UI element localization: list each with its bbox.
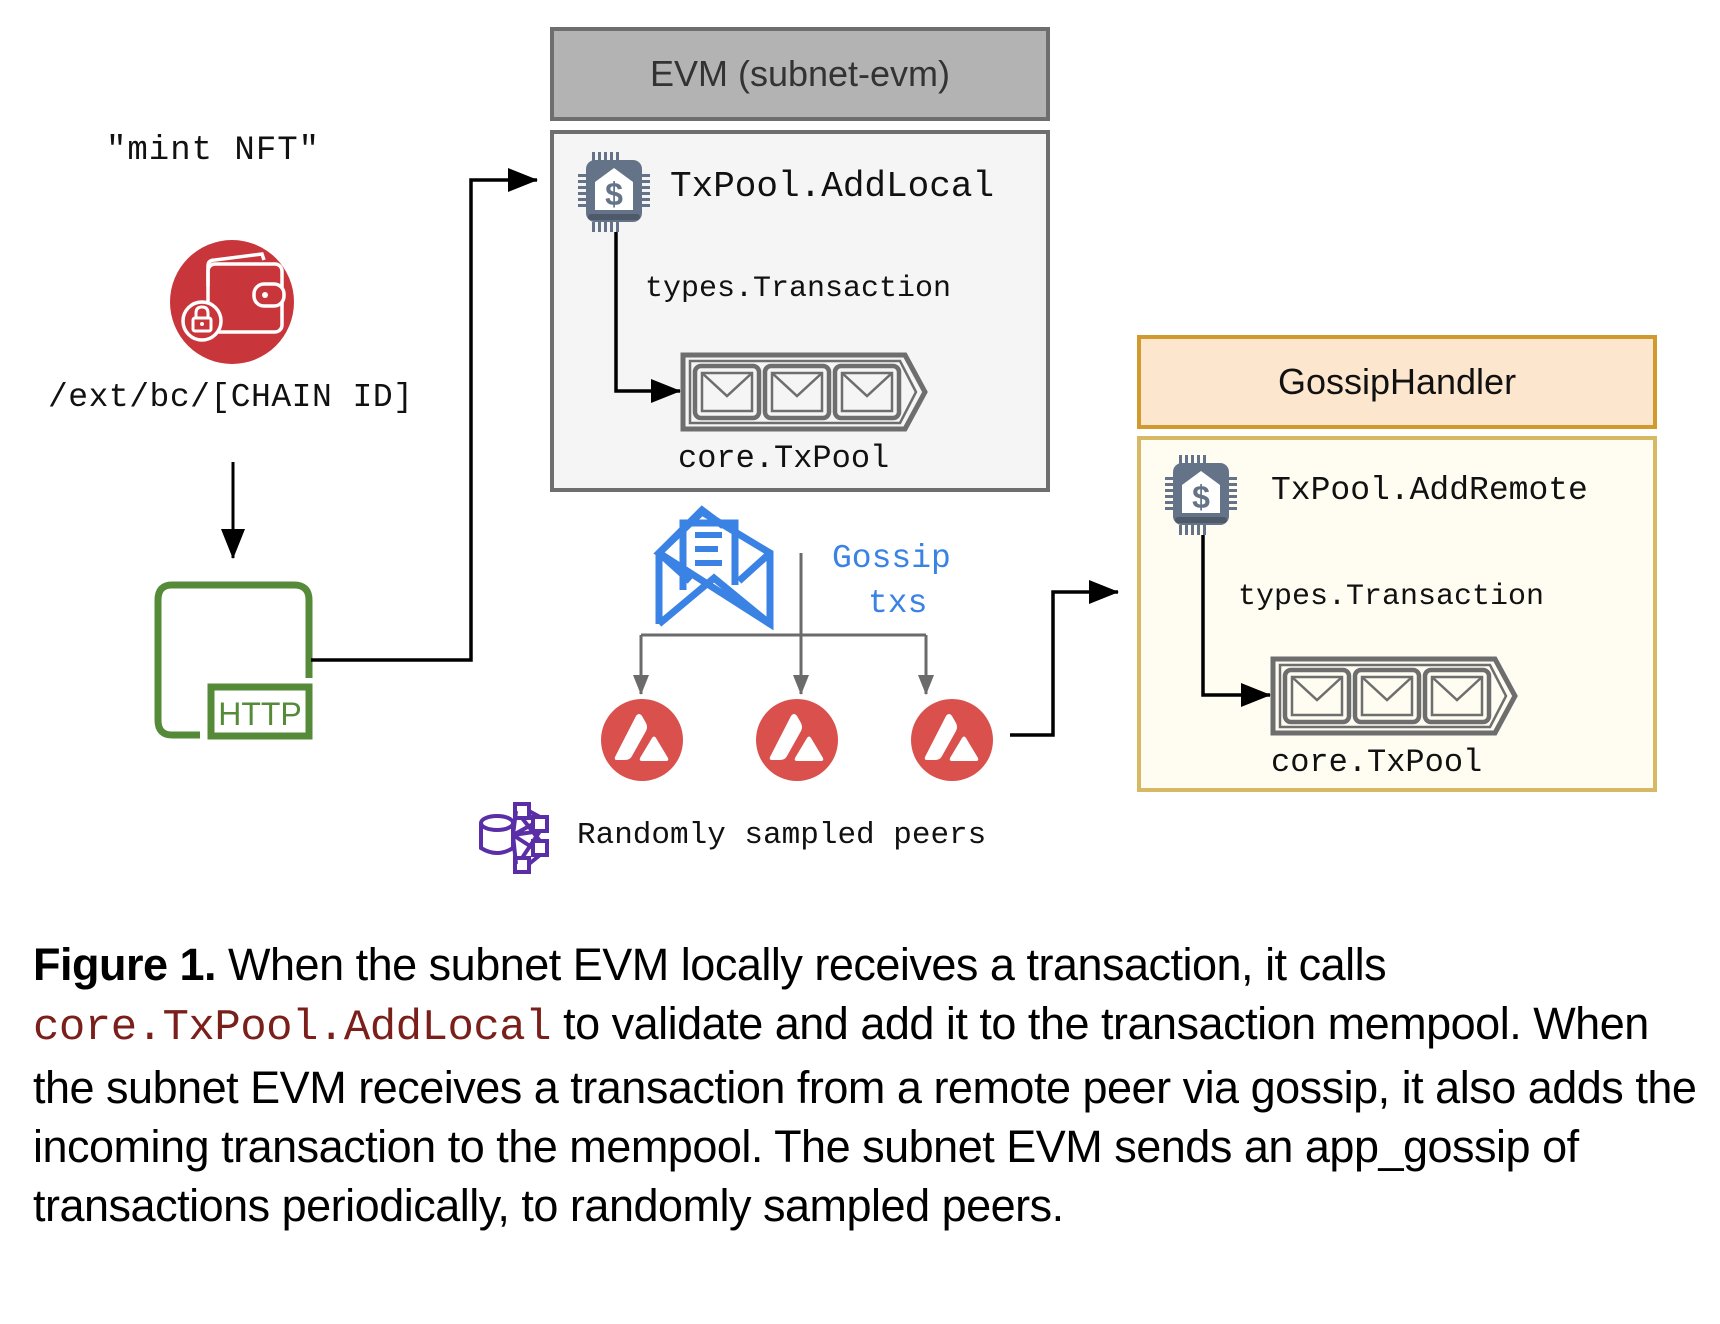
- message-queue-icon: [1273, 659, 1515, 733]
- chip-bank-dollar-icon: [578, 152, 650, 232]
- gossip-handler-title: GossipHandler: [1277, 361, 1517, 402]
- figure-label: Figure 1.: [33, 939, 217, 990]
- arrow-http-to-evm: [311, 168, 538, 662]
- endpoint-label: /ext/bc/[CHAIN ID]: [48, 379, 414, 416]
- figure-caption: Figure 1. When the subnet EVM locally re…: [33, 935, 1703, 1235]
- txpool-addlocal-label: TxPool.AddLocal: [670, 166, 995, 207]
- caption-text-part2: to validate and add it to the transactio…: [33, 998, 1697, 1231]
- arrow-peer-to-gossiphandler: [1010, 580, 1119, 737]
- arrow-addlocal-to-txpool: [614, 232, 681, 403]
- avalanche-peer-icon-3: [911, 699, 993, 781]
- txpool-addremote-label: TxPool.AddRemote: [1271, 472, 1588, 509]
- request-label: "mint NFT": [106, 132, 321, 170]
- message-queue-icon: [683, 355, 925, 429]
- evm-box-body: [550, 130, 1050, 492]
- avalanche-peer-icon-1: [601, 699, 683, 781]
- gossip-handler-header: GossipHandler: [1137, 335, 1657, 429]
- core-txpool-label-gossip: core.TxPool: [1271, 744, 1483, 781]
- open-envelope-icon: [653, 505, 774, 631]
- avalanche-peer-icon-2: [756, 699, 838, 781]
- diagram-canvas: $: [154, 152, 1720, 874]
- gossip-label: Gossip: [832, 540, 951, 577]
- gossip-fanout-connectors: [633, 553, 934, 695]
- chip-bank-dollar-icon: [1165, 455, 1237, 535]
- txs-label: txs: [868, 585, 928, 622]
- caption-text-part1: When the subnet EVM locally receives a t…: [216, 939, 1387, 990]
- network-database-icon: [479, 802, 549, 874]
- http-endpoint-icon: HTTP: [154, 581, 313, 740]
- caption-code-reference: core.TxPool.AddLocal: [33, 1003, 552, 1053]
- evm-box-header: EVM (subnet-evm): [550, 27, 1050, 121]
- types-transaction-label-gossip: types.Transaction: [1238, 580, 1545, 614]
- types-transaction-label-evm: types.Transaction: [645, 272, 952, 306]
- http-label: HTTP: [218, 696, 302, 732]
- core-txpool-label-evm: core.TxPool: [678, 440, 890, 477]
- evm-box-title: EVM (subnet-evm): [649, 53, 951, 94]
- wallet-lock-icon: [170, 240, 294, 364]
- arrow-addremote-to-txpool: [1201, 535, 1271, 707]
- randomly-sampled-peers-label: Randomly sampled peers: [577, 818, 987, 853]
